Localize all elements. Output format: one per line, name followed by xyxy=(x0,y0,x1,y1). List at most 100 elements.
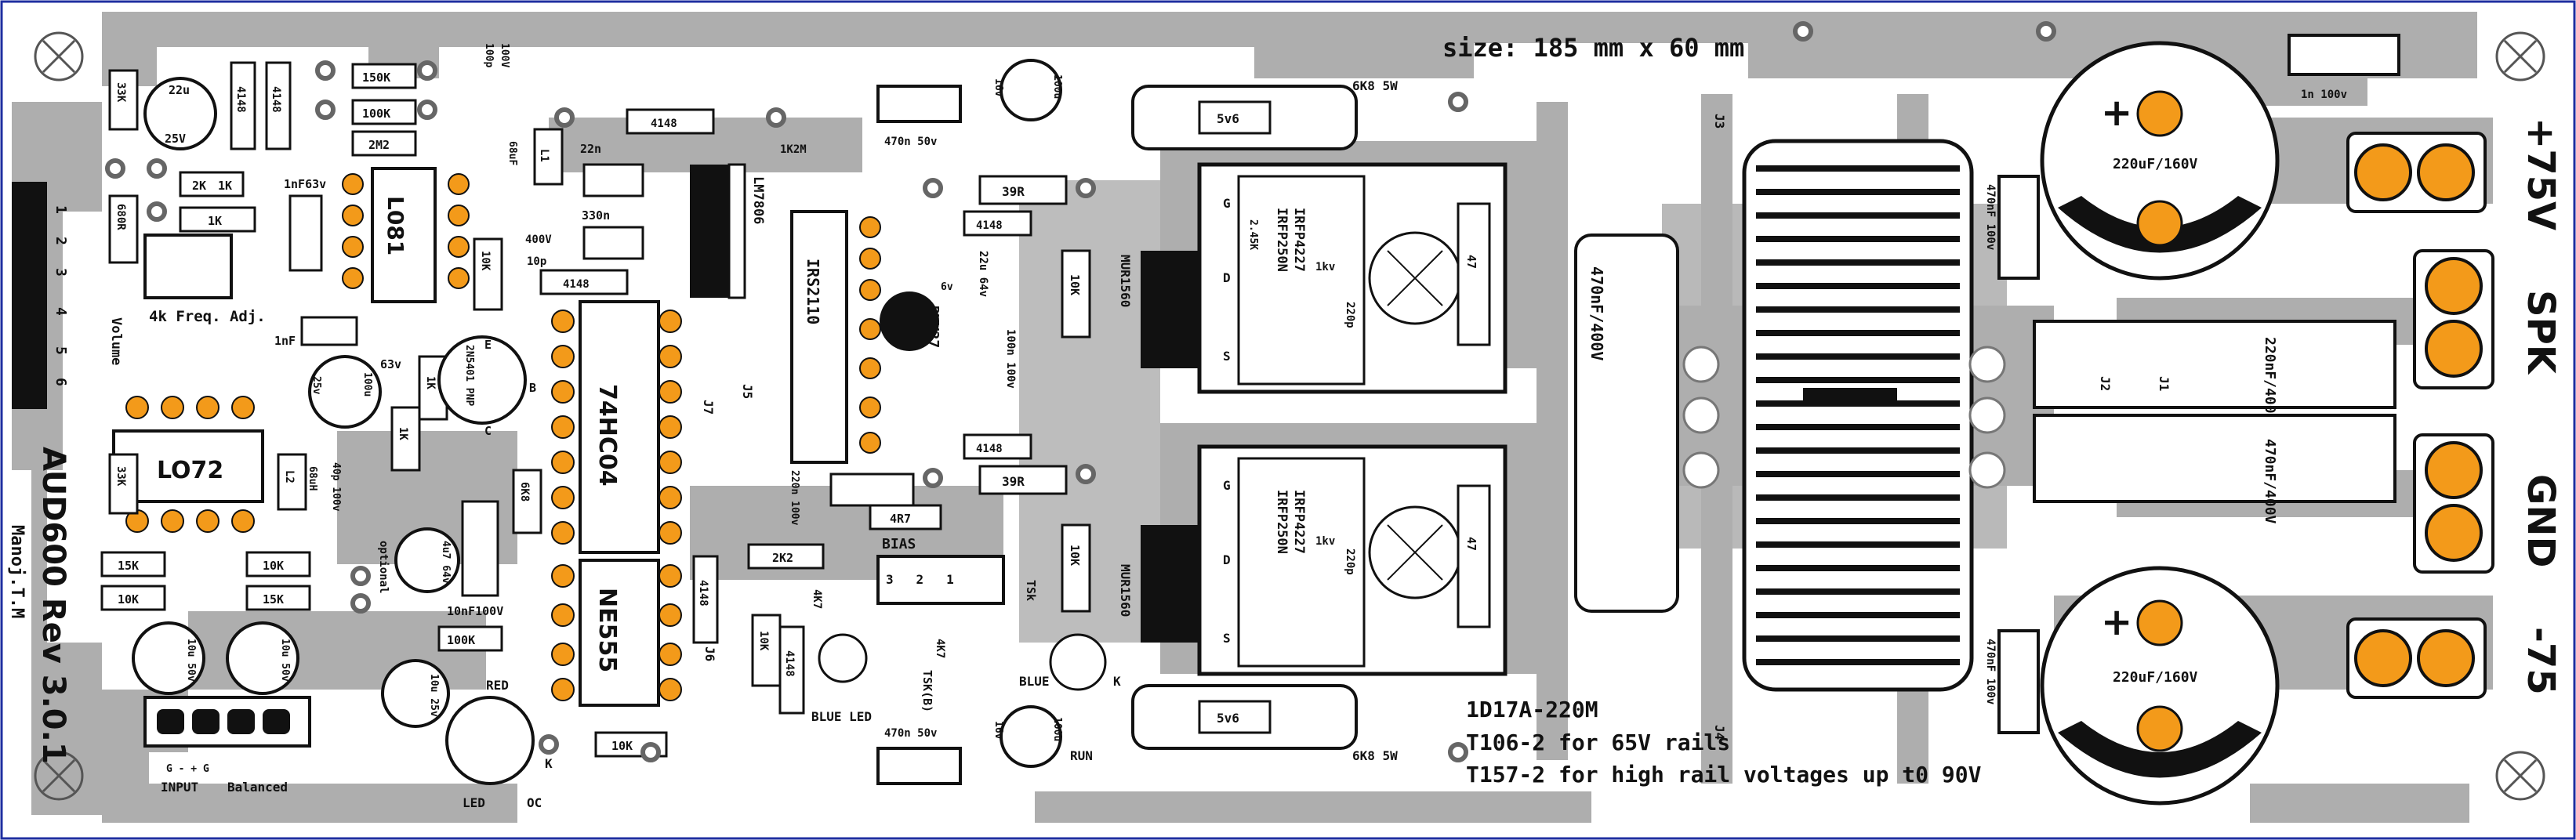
res-value: 47 xyxy=(1464,537,1478,551)
cap-value: 220nF/400V xyxy=(2262,337,2278,422)
volume-pin: 5 xyxy=(53,346,69,355)
size-note: size: 185 mm x 60 mm xyxy=(1442,33,1744,63)
left-resistors: 33K 680R 33K 2K 1K 1K 150K 100K 2M2 10K … xyxy=(100,63,946,758)
inductor-label: L1 xyxy=(538,149,550,162)
cap-value: 100u xyxy=(361,372,373,396)
rail-cap-positive xyxy=(1997,175,2040,280)
pin-label: D xyxy=(1223,552,1231,567)
input-connector[interactable] xyxy=(143,696,311,748)
res-value: 4K7 xyxy=(934,639,946,658)
res-value: 6K8 5W xyxy=(1352,78,1398,93)
cap-value: 40p 100v xyxy=(330,462,342,512)
res-value: 1K xyxy=(208,214,222,228)
ic-l081: L081 xyxy=(342,167,470,303)
cap-value: 330n xyxy=(582,208,610,223)
cap-value: 1n 100v xyxy=(2301,89,2347,101)
cap-470n-top xyxy=(876,85,962,123)
pin-label: B xyxy=(529,381,536,395)
diode-4148-e: 4148 xyxy=(230,61,256,150)
volume-pin: 3 xyxy=(53,268,69,277)
res-value: 10K xyxy=(118,592,139,606)
freq-adj-label: 4k Freq. Adj. xyxy=(149,308,266,325)
ic-label: LO72 xyxy=(157,457,223,484)
res-10k-vert xyxy=(1061,249,1091,339)
res-value: 2K2 xyxy=(772,551,793,565)
res-value: 1K xyxy=(218,179,232,193)
jumper-label: J3 xyxy=(1712,114,1727,129)
diode-label: MUR1560 xyxy=(1118,564,1133,617)
svg-text:+: + xyxy=(2101,91,2132,135)
cap-value: 10u 25v xyxy=(428,674,440,717)
pin-label: S xyxy=(1223,349,1231,364)
cap-value: 100V xyxy=(499,43,510,67)
cap-value: 220p xyxy=(1344,549,1356,575)
pads xyxy=(105,21,2056,762)
transistor-byv xyxy=(880,291,939,351)
volume-pin: 1 xyxy=(53,205,69,214)
input-pins: G - + G xyxy=(166,763,209,775)
pin-label: G xyxy=(1223,196,1231,211)
diode-label: 4148 xyxy=(976,219,1003,232)
note-toroid-90: T157-2 for high rail voltages up t0 90V xyxy=(1466,762,1982,788)
ic-74hc04: 74HC04 xyxy=(551,300,682,554)
power-resistor-top: 5v6 6K8 5W xyxy=(1131,78,1398,150)
cap-value: 470n 50v xyxy=(884,727,937,740)
diode-label: 4148 xyxy=(270,86,282,113)
ic-lo72: LO72 xyxy=(112,396,264,533)
pin-label: G xyxy=(1223,478,1231,493)
bias-pins: 3 2 1 xyxy=(886,572,954,587)
res-value: 5v6 xyxy=(1217,111,1239,126)
cap-value: 1nF63v xyxy=(284,177,326,191)
part-label: IRFP4227 xyxy=(1291,208,1307,272)
revision-label: AUD600 Rev 3.0.1 xyxy=(35,447,71,764)
res-value: 4R7 xyxy=(890,512,911,526)
cap-value: 68uF xyxy=(506,141,518,165)
res-value: 1K2M xyxy=(780,143,807,156)
balanced-label: Balanced xyxy=(227,780,288,795)
volume-pin: 6 xyxy=(53,378,69,386)
left-caps: 22u 25V 100p 100V 68uF 400V 10p 22n 330n… xyxy=(132,43,953,728)
cap-value: 100n 100v xyxy=(1004,329,1017,389)
diode-mur-upper: MUR1560 xyxy=(1118,251,1199,368)
inductor-l1 xyxy=(533,128,564,186)
cap-value: 100u xyxy=(1051,717,1063,741)
cap-value: 470nF/400V xyxy=(1587,266,1606,360)
cap-value: 16v xyxy=(992,78,1004,97)
led-blue xyxy=(818,633,868,683)
cap-value: 10p xyxy=(527,255,546,268)
cap-value: 25V xyxy=(165,132,186,146)
cap-value: 10u 50v xyxy=(279,639,291,682)
led-red xyxy=(445,696,535,785)
note-toroid-65: T106-2 for 65V rails xyxy=(1466,730,1730,755)
v-minus-label: -75 xyxy=(2519,627,2563,695)
cap-value: 220p xyxy=(1344,302,1356,328)
res-value: 1K xyxy=(424,376,437,389)
led-label: RUN xyxy=(1070,748,1093,763)
hole-icon xyxy=(2495,31,2545,81)
jumper-label: J2 xyxy=(2098,376,2113,391)
pin-label: S xyxy=(1223,631,1231,646)
trimpot-freq[interactable] xyxy=(143,234,233,299)
cap-value: 22n xyxy=(580,142,601,156)
res-value: 6K8 5W xyxy=(1352,748,1398,763)
cap-value: 220n 100v xyxy=(789,470,800,526)
res-value: 10K xyxy=(611,739,633,753)
diode-4148-a: 4148 xyxy=(963,210,1032,237)
res-value: 10K xyxy=(479,251,492,271)
cap-100u-bottom: 100u 16v xyxy=(992,705,1063,768)
res-value: 10K xyxy=(1068,274,1082,295)
res-value: 10K xyxy=(1068,545,1082,566)
part-label: IRFP4227 xyxy=(1291,490,1307,554)
inductor-label: L2 xyxy=(283,470,296,483)
screw-holes xyxy=(1682,346,2006,489)
cap-value: 220uF/160V xyxy=(2113,156,2198,172)
diode-label: 4148 xyxy=(563,278,590,291)
cap-value: 470nF 100v xyxy=(1984,184,1997,250)
cap-value: 10nF100V xyxy=(447,604,503,618)
cap-value: 470nF 100v xyxy=(1984,639,1997,704)
bias-header[interactable] xyxy=(876,555,1005,605)
diode-mur-lower: MUR1560 xyxy=(1118,525,1199,643)
inductor-l2 xyxy=(277,453,307,511)
pin-label: D xyxy=(1223,270,1231,285)
